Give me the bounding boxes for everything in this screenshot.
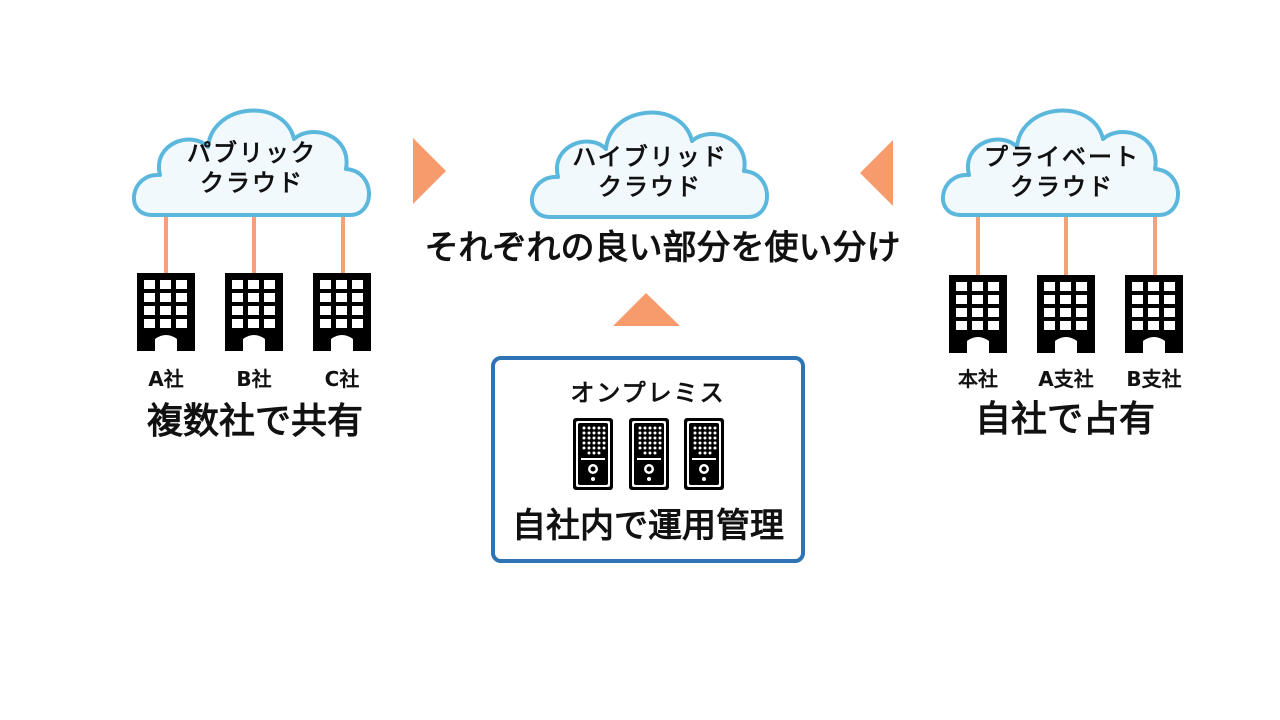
private-connectors xyxy=(976,214,1157,278)
arrow-up-icon xyxy=(613,293,680,326)
server-icon xyxy=(629,418,669,490)
private-cloud-label-line1: プライベート xyxy=(984,143,1140,171)
public-cloud-label-line2: クラウド xyxy=(200,169,304,197)
server-group xyxy=(573,418,724,490)
public-cloud-label: パブリック クラウド xyxy=(162,138,342,198)
building-icon xyxy=(1037,275,1095,353)
onpremise-title: オンプレミス xyxy=(570,379,726,407)
building-icon xyxy=(949,275,1007,353)
private-cloud-label-line2: クラウド xyxy=(1010,173,1114,201)
company-label-b-branch: B支社 xyxy=(1126,367,1182,391)
server-icon xyxy=(573,418,613,490)
company-label-honsha: 本社 xyxy=(958,367,998,391)
server-icon xyxy=(684,418,724,490)
building-icon xyxy=(313,273,371,351)
building-icon xyxy=(1125,275,1183,353)
public-cloud-label-line1: パブリック xyxy=(187,139,317,167)
hybrid-cloud-label-line2: クラウド xyxy=(598,173,702,201)
company-label-a-branch: A支社 xyxy=(1038,367,1094,391)
company-label-c: C社 xyxy=(324,367,360,391)
onpremise-caption: 自社内で運用管理 xyxy=(512,506,784,546)
private-caption: 自社で占有 xyxy=(974,399,1155,440)
building-icon xyxy=(137,273,195,351)
public-caption: 複数社で共有 xyxy=(146,401,363,442)
company-label-a: A社 xyxy=(148,367,184,391)
private-cloud-label: プライベート クラウド xyxy=(962,142,1162,202)
building-icon xyxy=(225,273,283,351)
hybrid-cloud-label: ハイブリッド クラウド xyxy=(550,142,750,202)
arrow-right-icon xyxy=(413,138,446,204)
arrow-left-icon xyxy=(860,140,893,206)
company-label-b: B社 xyxy=(236,367,272,391)
public-connectors xyxy=(164,214,345,276)
hybrid-cloud-label-line1: ハイブリッド xyxy=(572,143,728,171)
onpremise-box: オンプレミス xyxy=(491,356,805,563)
hybrid-caption: それぞれの良い部分を使い分け xyxy=(424,228,901,268)
